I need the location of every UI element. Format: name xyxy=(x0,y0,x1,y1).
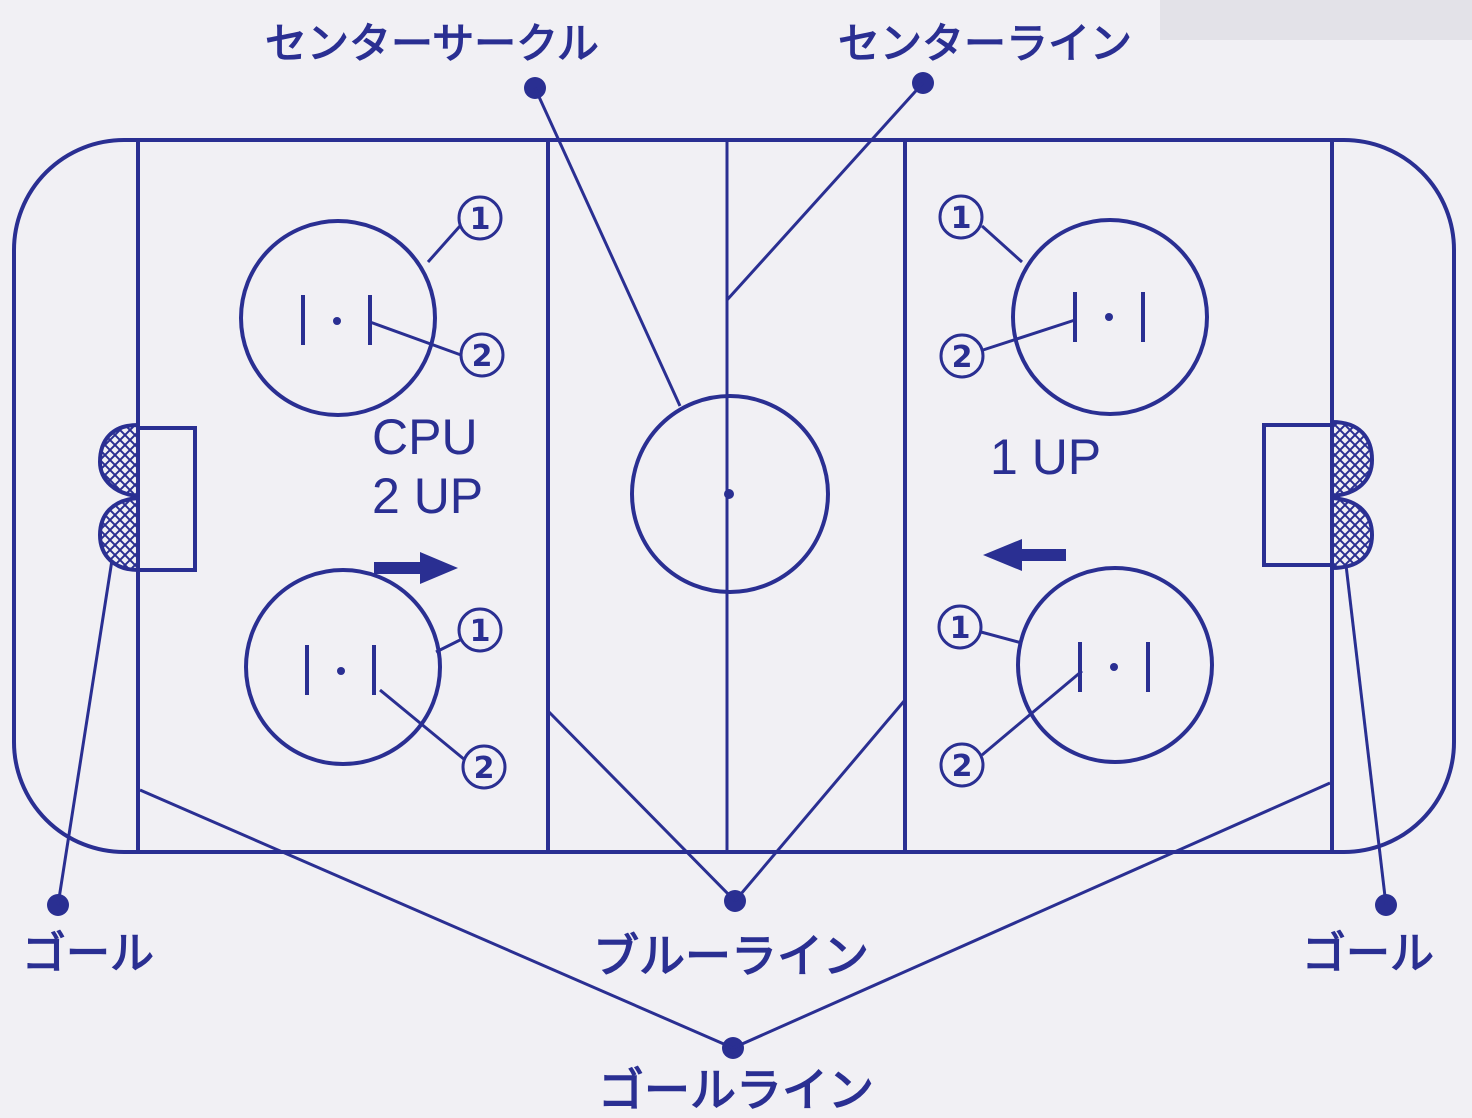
svg-text:2: 2 xyxy=(952,340,973,375)
faceoff-circle-bottom-left xyxy=(244,568,442,766)
marker-1-bottom-right: 1 xyxy=(937,604,983,650)
label-center-circle: センターサークル xyxy=(265,19,599,68)
leader-blue-line-left xyxy=(547,710,737,903)
team-left-line2: 2 UP xyxy=(372,468,483,524)
marker-2-bottom-left: 2 xyxy=(461,744,507,790)
team-right-line1: 1 UP xyxy=(990,429,1101,485)
leader-goal-line-left xyxy=(139,788,734,1050)
marker-1-top-left: 1 xyxy=(457,195,503,241)
svg-text:1: 1 xyxy=(950,611,971,646)
marker-leaders xyxy=(369,224,1083,762)
label-goal-line: ゴールライン xyxy=(598,1063,874,1117)
goal-net-left xyxy=(97,422,140,573)
arrow-right-icon xyxy=(374,552,458,584)
marker-2-top-left: 2 xyxy=(459,332,505,378)
svg-text:1: 1 xyxy=(470,202,491,237)
leader-center-circle xyxy=(533,87,682,407)
svg-text:2: 2 xyxy=(474,751,495,786)
goal-crease-left xyxy=(136,426,197,572)
rink-outline xyxy=(12,138,1456,854)
center-circle xyxy=(630,394,830,594)
center-dot xyxy=(724,489,734,499)
marker-1-bottom-left: 1 xyxy=(457,607,503,653)
svg-text:1: 1 xyxy=(951,201,972,236)
leader-blue-line-right xyxy=(733,699,907,902)
label-blue-line: ブルーライン xyxy=(593,929,869,983)
leader-goal-line-right xyxy=(732,781,1331,1050)
faceoff-circle-bottom-right xyxy=(1016,566,1214,764)
leader-center-line xyxy=(725,81,925,302)
label-goal-left: ゴール xyxy=(22,928,154,979)
faceoff-circle-top-right xyxy=(1011,218,1209,416)
marker-2-bottom-right: 2 xyxy=(939,742,985,788)
goal-net-right xyxy=(1330,419,1375,571)
label-goal-right: ゴール xyxy=(1302,928,1434,979)
faceoff-marks xyxy=(301,292,1150,695)
leader-goal-left xyxy=(56,559,114,906)
svg-text:2: 2 xyxy=(952,749,973,784)
svg-text:2: 2 xyxy=(472,339,493,374)
faceoff-circle-top-left xyxy=(239,219,437,417)
leader-goal-right xyxy=(1344,564,1388,906)
svg-text:1: 1 xyxy=(470,614,491,649)
background-bleed-text xyxy=(1160,0,1472,40)
goal-crease-right xyxy=(1262,423,1334,567)
marker-2-top-right: 2 xyxy=(939,333,985,379)
label-center-line: センターライン xyxy=(838,19,1132,68)
marker-1-top-right: 1 xyxy=(938,194,984,240)
arrow-left-icon xyxy=(983,539,1066,571)
team-left-line1: CPU xyxy=(372,409,478,465)
